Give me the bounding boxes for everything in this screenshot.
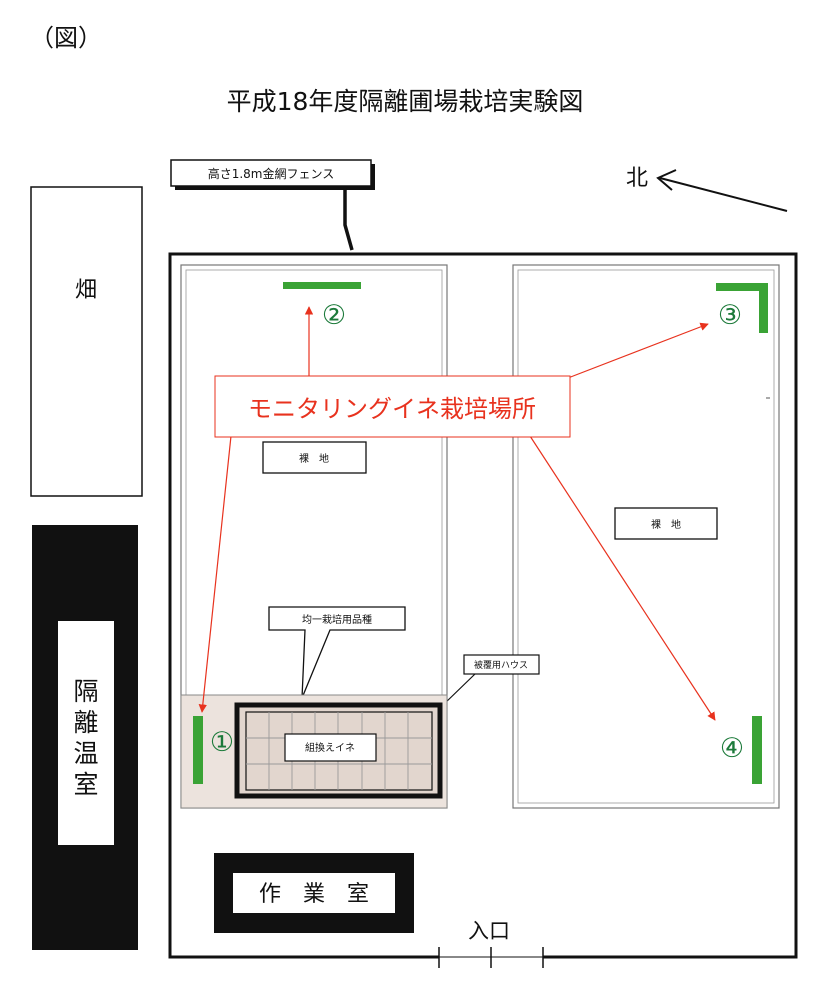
monitor-plant-1 [193,716,203,784]
greenhouse-char-1: 隔 [73,677,98,706]
fence-callout: 高さ1.8m金網フェンス [170,159,375,251]
isolation-greenhouse: 隔 離 温 室 [32,525,138,950]
monitoring-label-box [214,375,571,438]
monitoring-label: モニタリングイネ栽培場所 [248,395,536,423]
bare-land-right-label: 裸 地 [651,518,681,531]
greenhouse-char-4: 室 [73,770,98,799]
uniform-variety-label: 均一栽培用品種 [302,613,372,626]
entrance-label: 入口 [468,919,510,943]
greenhouse-char-3: 温 [73,739,98,768]
right-plot [512,264,780,809]
figure-label: （図） [30,24,102,52]
bare-land-left-label: 裸 地 [299,452,329,465]
north-label: 北 [626,166,648,191]
greenhouse-char-2: 離 [73,708,98,737]
field-label: 畑 [75,278,97,303]
fence-label: 高さ1.8m金網フェンス [208,166,335,181]
bare-land-left [262,441,367,474]
monitor-plant-3 [716,283,768,333]
monitor-plant-4 [752,716,762,784]
cover-house-label: 被覆用ハウス [474,659,528,671]
uniform-variety-callout: 均一栽培用品種 [268,606,406,699]
arrow-to-site-1 [198,435,232,713]
site-number-3: ③ [718,300,742,331]
arrow-to-site-4 [529,435,716,721]
workroom-label: 作 業 室 [259,882,369,907]
gm-rice-label: 組換えイネ [305,741,355,754]
monitor-plant-2 [283,282,361,289]
page-title: 平成18年度隔離圃場栽培実験図 [227,87,584,116]
fence-boundary [168,252,798,959]
entrance-gate [438,947,544,968]
gm-rice-box [284,733,377,762]
site-number-2: ② [322,300,346,331]
field-area [30,186,143,497]
arrow-to-site-3 [567,322,709,379]
site-number-4: ④ [720,733,744,764]
monitor-arrows [198,306,716,721]
site-number-1: ① [210,727,234,758]
bare-land-right [614,507,718,540]
cover-house-callout: 被覆用ハウス [442,654,540,706]
north-arrow-icon [656,169,788,212]
